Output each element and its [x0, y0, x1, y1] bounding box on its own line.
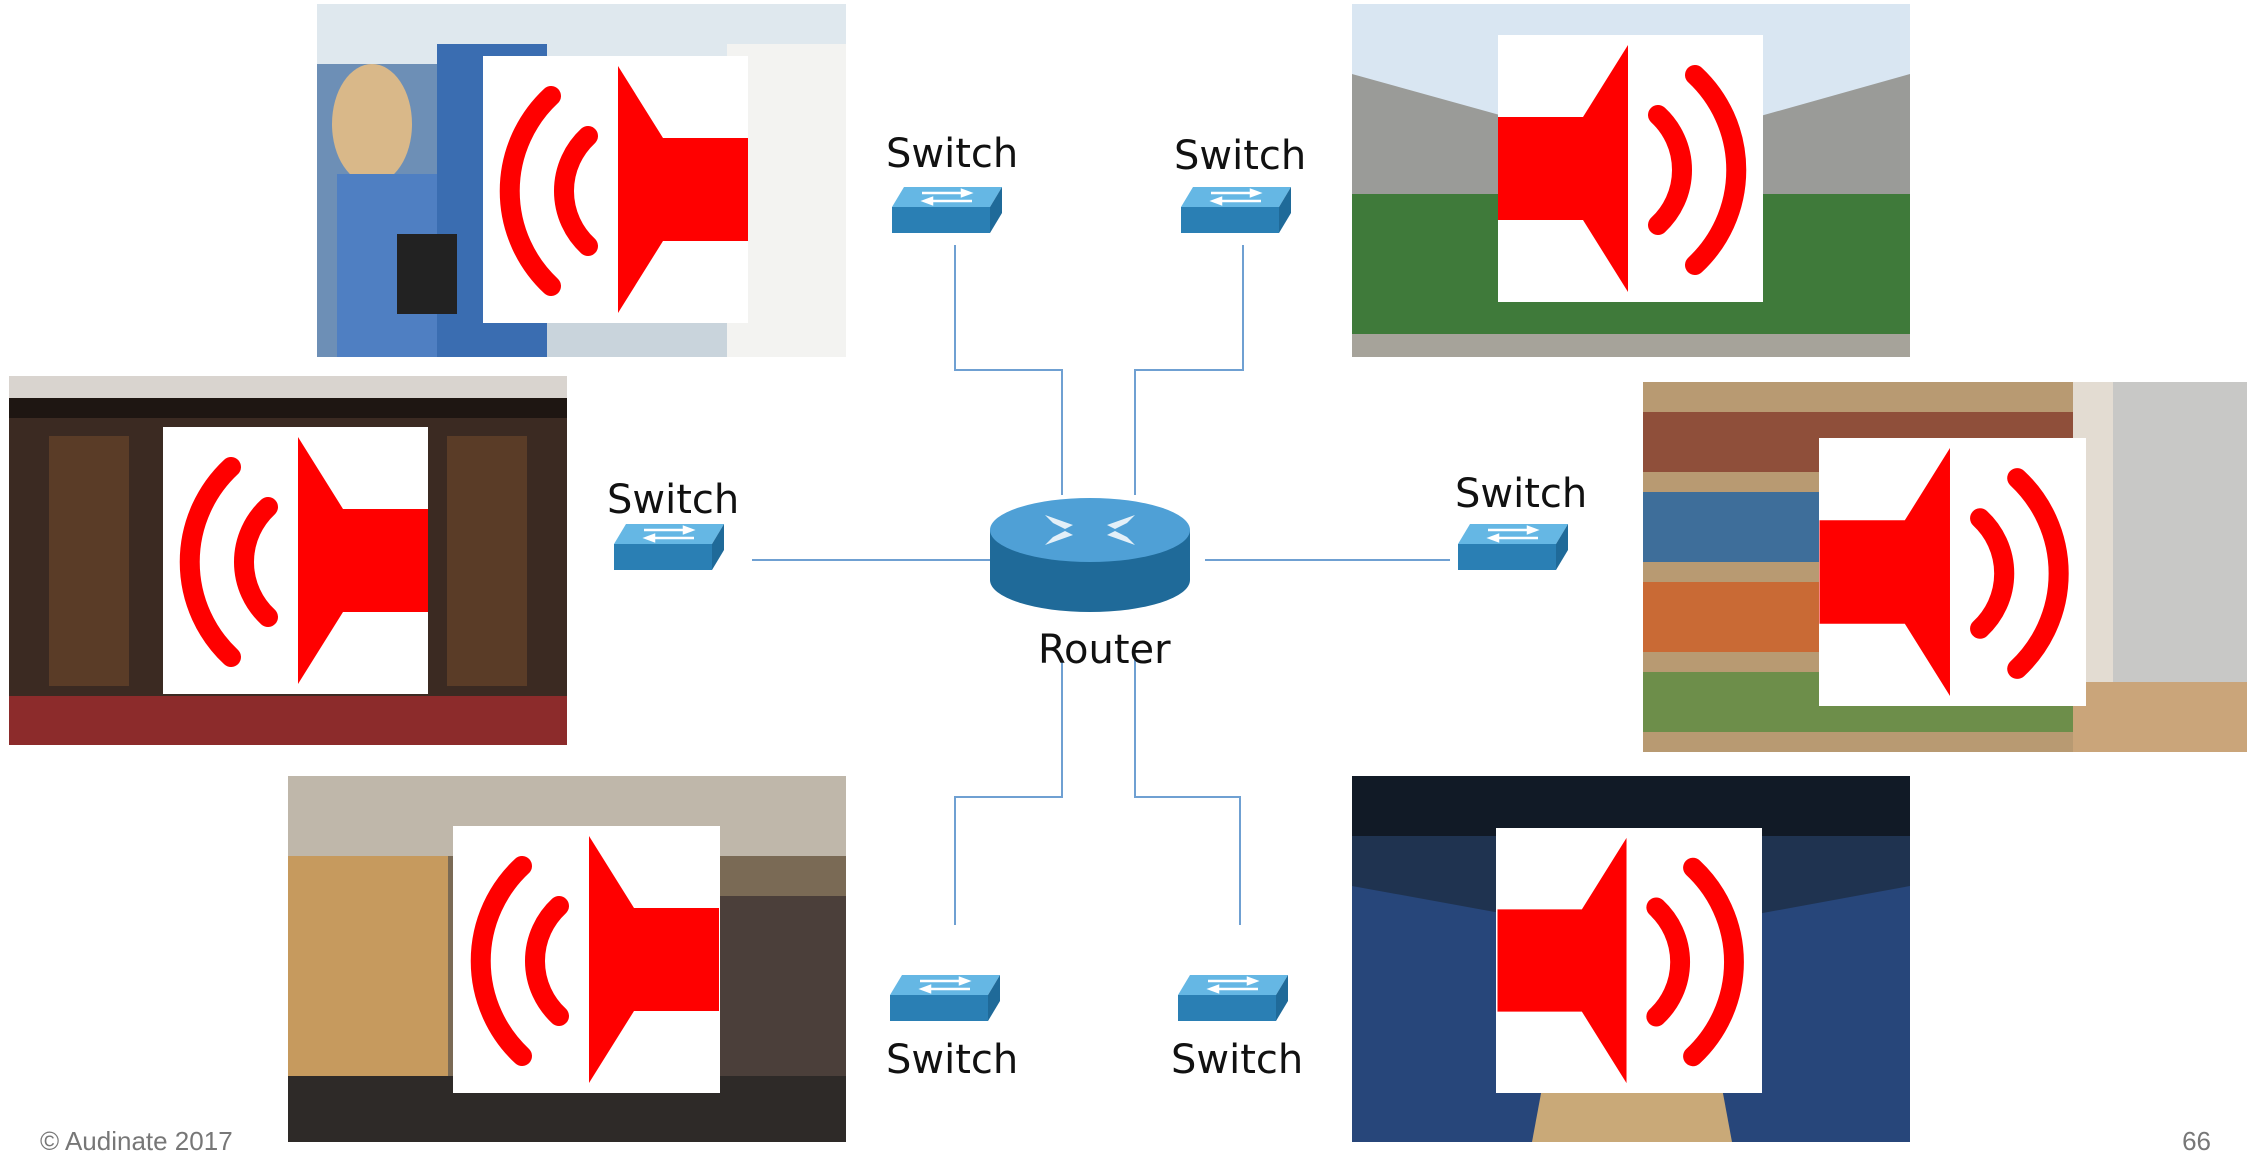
speaker-icon-box [1819, 438, 2086, 706]
copyright-text: © Audinate 2017 [40, 1126, 233, 1156]
speaker-icon-box [163, 427, 428, 694]
page-number: 66 [2182, 1126, 2211, 1156]
speaker-icon-box [1498, 35, 1763, 302]
switch-icon [1181, 185, 1291, 235]
medical-staff-photo [317, 4, 846, 357]
switch-label: Switch [607, 477, 740, 523]
switch-icon [1458, 522, 1568, 572]
router-label: Router [1038, 627, 1171, 673]
lecture-hall-photo [288, 776, 846, 1142]
switch-icon [1178, 973, 1288, 1023]
switch-label: Switch [886, 1037, 1019, 1083]
router-icon [985, 495, 1195, 620]
wire-bottom-left [954, 660, 1063, 925]
switch-label: Switch [886, 131, 1019, 177]
switch-icon [892, 185, 1002, 235]
speaker-icon [470, 836, 719, 1083]
stadium-photo [1352, 4, 1910, 357]
switch-icon [890, 973, 1000, 1023]
speaker-icon [1819, 448, 2069, 696]
switch-label: Switch [1171, 1037, 1304, 1083]
wire-top-right [1134, 245, 1244, 495]
speaker-icon [1498, 45, 1747, 292]
speaker-icon-box [453, 826, 720, 1093]
arena-photo [1352, 776, 1910, 1142]
library-photo [1643, 382, 2247, 752]
speaker-icon [499, 66, 748, 313]
theater-photo [9, 376, 567, 745]
switch-icon [614, 522, 724, 572]
speaker-icon [179, 437, 428, 684]
speaker-icon [1497, 837, 1744, 1084]
wire-top-left [954, 245, 1063, 495]
switch-label: Switch [1174, 133, 1307, 179]
speaker-icon-box [1496, 828, 1762, 1093]
switch-label: Switch [1455, 471, 1588, 517]
wire-bottom-right [1134, 660, 1241, 925]
speaker-icon-box [483, 56, 748, 323]
